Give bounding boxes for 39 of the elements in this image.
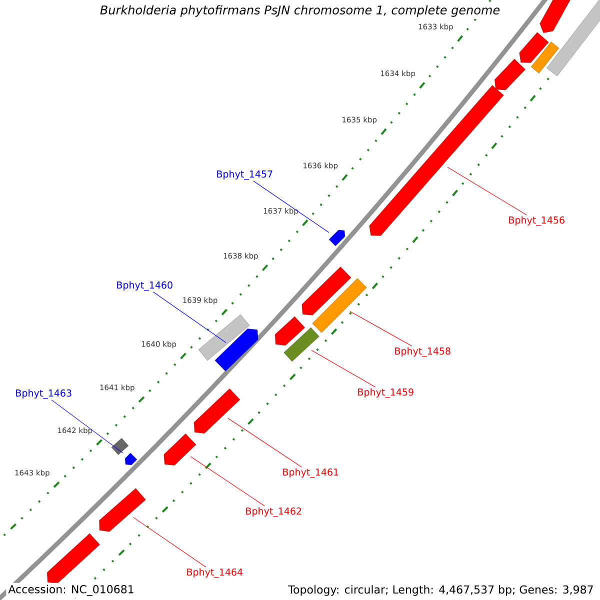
gene-block xyxy=(198,314,250,361)
leader-line xyxy=(447,166,528,216)
gene-block xyxy=(111,438,129,455)
leader-line xyxy=(51,400,124,454)
gene-label: Bphyt_1458 xyxy=(395,347,450,357)
gene-block xyxy=(194,388,240,434)
leader-line xyxy=(152,292,226,343)
gene-label: Bphyt_1462 xyxy=(246,507,302,517)
leader-line xyxy=(132,517,206,568)
gene-block xyxy=(494,58,526,90)
leader-line xyxy=(253,180,330,233)
gene-block xyxy=(540,0,572,33)
gene-block xyxy=(214,328,258,372)
gene-block xyxy=(530,42,560,74)
leader-line xyxy=(350,311,412,346)
gene-label: Bphyt_1464 xyxy=(187,568,243,578)
gene-label: Bphyt_1460 xyxy=(117,281,172,291)
leader-line xyxy=(311,350,376,388)
gene-block xyxy=(519,32,549,63)
gene-block xyxy=(124,452,138,466)
gene-block xyxy=(302,266,352,316)
gene-block xyxy=(275,316,305,346)
leader-line xyxy=(227,418,302,468)
leader-line xyxy=(190,456,266,506)
gene-block xyxy=(546,0,600,76)
footer-text: Accession: NC_010681 xyxy=(6,582,136,598)
gene-label: Bphyt_1463 xyxy=(16,389,72,399)
gene-label: Bphyt_1461 xyxy=(283,468,338,478)
gene-label: Bphyt_1457 xyxy=(217,170,272,180)
footer-text: Topology: circular; Length: 4,467,537 bp; Genes: 3,987 xyxy=(286,583,596,598)
gene-block xyxy=(284,327,320,362)
gene-block xyxy=(164,434,196,466)
gene-block xyxy=(99,488,146,532)
gene-block xyxy=(47,533,100,584)
gene-label: Bphyt_1456 xyxy=(509,216,564,226)
gene-block xyxy=(328,230,346,246)
gene-block xyxy=(312,278,367,333)
gene-label: Bphyt_1459 xyxy=(358,388,414,398)
title: Burkholderia phytofirmans PsJN chromosome 1, complete genome xyxy=(98,3,502,19)
